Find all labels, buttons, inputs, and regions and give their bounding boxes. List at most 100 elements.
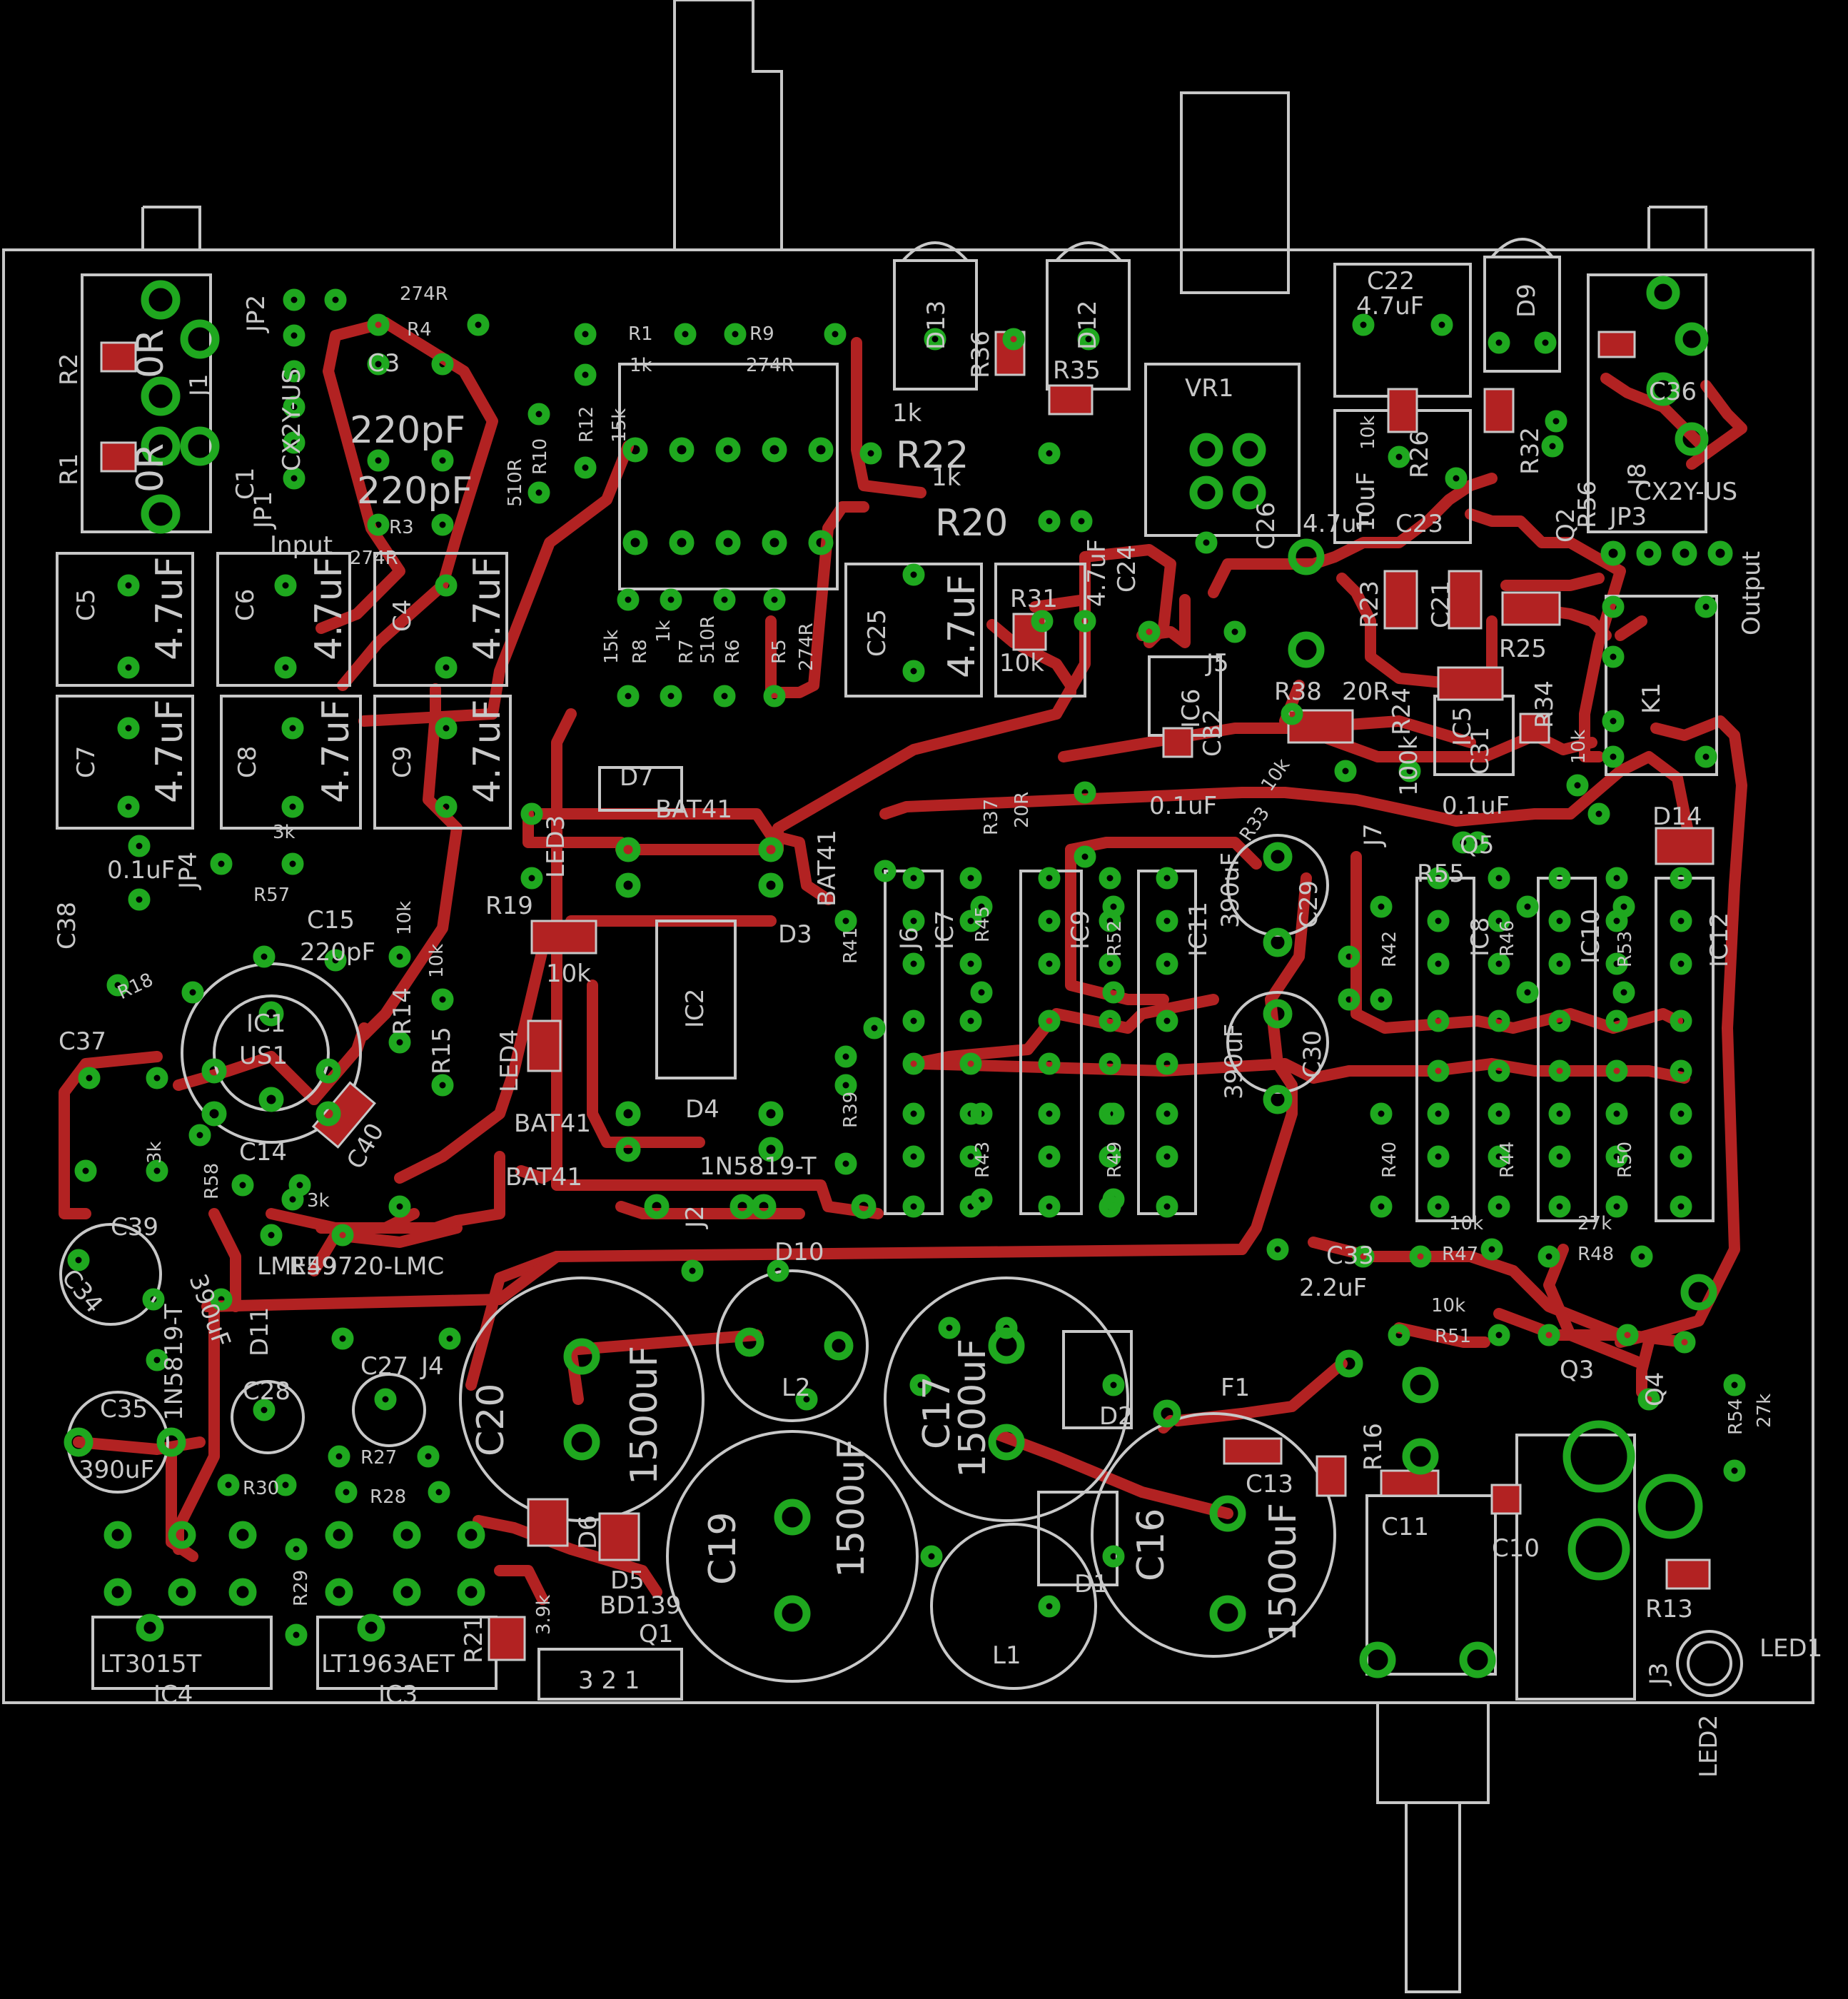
label-q1pins: 3 2 1: [578, 1666, 640, 1695]
label-C4: C4: [388, 600, 417, 632]
label-R6: R6: [722, 639, 744, 664]
label-C2v: 220pF: [357, 470, 473, 513]
through-hole-pad: [902, 1145, 925, 1168]
through-hole-pad: [1488, 910, 1510, 932]
through-hole-pad: [431, 988, 454, 1011]
label-C37: C37: [59, 1027, 106, 1056]
through-hole-pad: [1031, 610, 1054, 633]
label-C13: C13: [1246, 1470, 1293, 1499]
label-LT1963: LT1963AET: [321, 1650, 455, 1678]
through-hole-pad: [681, 1259, 704, 1282]
through-hole-pad: [902, 867, 925, 890]
through-hole-pad: [959, 1009, 982, 1032]
label-C30v: 390uF: [1220, 1024, 1248, 1099]
through-hole-pad: [1637, 1388, 1660, 1411]
label-Q2: Q2: [1552, 508, 1580, 543]
label-C23v: 10uF: [1352, 472, 1380, 532]
through-hole-pad: [1670, 1102, 1692, 1125]
through-hole-pad: [141, 376, 181, 416]
through-hole-pad: [1602, 595, 1625, 618]
through-hole-pad: [1038, 1102, 1061, 1125]
label-R14: R14: [388, 987, 417, 1035]
label-1N5819T: 1N5819-T: [700, 1152, 817, 1181]
label-input: Input: [270, 531, 333, 560]
through-hole-pad: [1566, 774, 1589, 797]
through-hole-pad: [808, 530, 834, 555]
through-hole-pad: [1409, 1245, 1432, 1268]
through-hole-pad: [902, 952, 925, 975]
through-hole-pad: [1427, 952, 1450, 975]
through-hole-pad: [1002, 328, 1025, 351]
label-US1: US1: [239, 1042, 288, 1070]
label-R47: R47: [1442, 1244, 1478, 1265]
label-C29: C29: [1295, 880, 1323, 928]
through-hole-pad: [103, 1578, 132, 1606]
through-hole-pad: [1541, 435, 1564, 458]
label-C7: C7: [72, 746, 101, 778]
through-hole-pad: [1562, 1420, 1635, 1493]
through-hole-pad: [1480, 1238, 1503, 1261]
label-JP4: JP4: [174, 852, 203, 890]
through-hole-pad: [188, 1124, 211, 1147]
through-hole-pad: [902, 1052, 925, 1075]
through-hole-pad: [1223, 620, 1246, 643]
label-Q5: Q5: [1460, 831, 1494, 860]
through-hole-pad: [774, 1595, 811, 1632]
through-hole-pad: [117, 795, 140, 818]
through-hole-pad: [315, 1101, 341, 1127]
label-R47v: 10k: [1449, 1213, 1483, 1234]
through-hole-pad: [1232, 475, 1266, 510]
through-hole-pad: [253, 1399, 276, 1421]
through-hole-pad: [959, 1052, 982, 1075]
through-hole-pad: [715, 530, 741, 555]
through-hole-pad: [274, 1474, 297, 1496]
label-R34: R34: [1530, 680, 1559, 728]
through-hole-pad: [1602, 745, 1625, 768]
through-hole-pad: [1459, 1641, 1496, 1678]
label-R26: R26: [1405, 430, 1434, 478]
label-R50: R50: [1615, 1142, 1636, 1178]
through-hole-pad: [774, 1499, 811, 1536]
through-hole-pad: [106, 974, 129, 997]
label-IC11: IC11: [1184, 902, 1213, 957]
label-LED4: LED4: [495, 1029, 524, 1092]
through-hole-pad: [435, 574, 458, 597]
through-hole-pad: [1587, 802, 1610, 825]
label-D6: D6: [574, 1515, 602, 1549]
through-hole-pad: [1156, 867, 1178, 890]
through-hole-pad: [274, 574, 297, 597]
through-hole-pad: [1630, 1245, 1653, 1268]
through-hole-pad: [1488, 331, 1510, 354]
through-hole-pad: [758, 1137, 784, 1162]
through-hole-pad: [1156, 1145, 1178, 1168]
through-hole-pad: [210, 852, 233, 875]
through-hole-pad: [1605, 1009, 1628, 1032]
through-hole-pad: [285, 1623, 308, 1646]
through-hole-pad: [1288, 538, 1325, 575]
label-R8v: 15k: [601, 630, 622, 664]
label-C17: C17: [916, 1376, 959, 1449]
through-hole-pad: [574, 456, 597, 479]
label-D9: D9: [1513, 283, 1541, 318]
label-C20: C20: [470, 1384, 513, 1456]
through-hole-pad: [988, 1424, 1025, 1461]
silkscreen-labels: R2 0R J1 R1 0R C1 JP2 R4 274R C3 220pF 2…: [53, 267, 1822, 1778]
through-hole-pad: [1670, 1059, 1692, 1082]
through-hole-pad: [1209, 1495, 1246, 1532]
label-R20v: 1k: [931, 463, 961, 492]
through-hole-pad: [938, 1316, 961, 1339]
label-R26v: 10k: [1358, 416, 1379, 450]
through-hole-pad: [141, 280, 181, 320]
label-C31: C31: [1466, 727, 1495, 775]
through-hole-pad: [902, 1009, 925, 1032]
through-hole-pad: [1288, 631, 1325, 668]
label-D10: D10: [774, 1238, 824, 1267]
through-hole-pad: [67, 1249, 90, 1272]
through-hole-pad: [1402, 1438, 1439, 1475]
through-hole-pad: [1723, 1459, 1746, 1482]
through-hole-pad: [824, 1331, 854, 1361]
through-hole-pad: [325, 1578, 353, 1606]
through-hole-pad: [146, 1159, 168, 1182]
label-C5v: 4.7uF: [148, 556, 191, 660]
